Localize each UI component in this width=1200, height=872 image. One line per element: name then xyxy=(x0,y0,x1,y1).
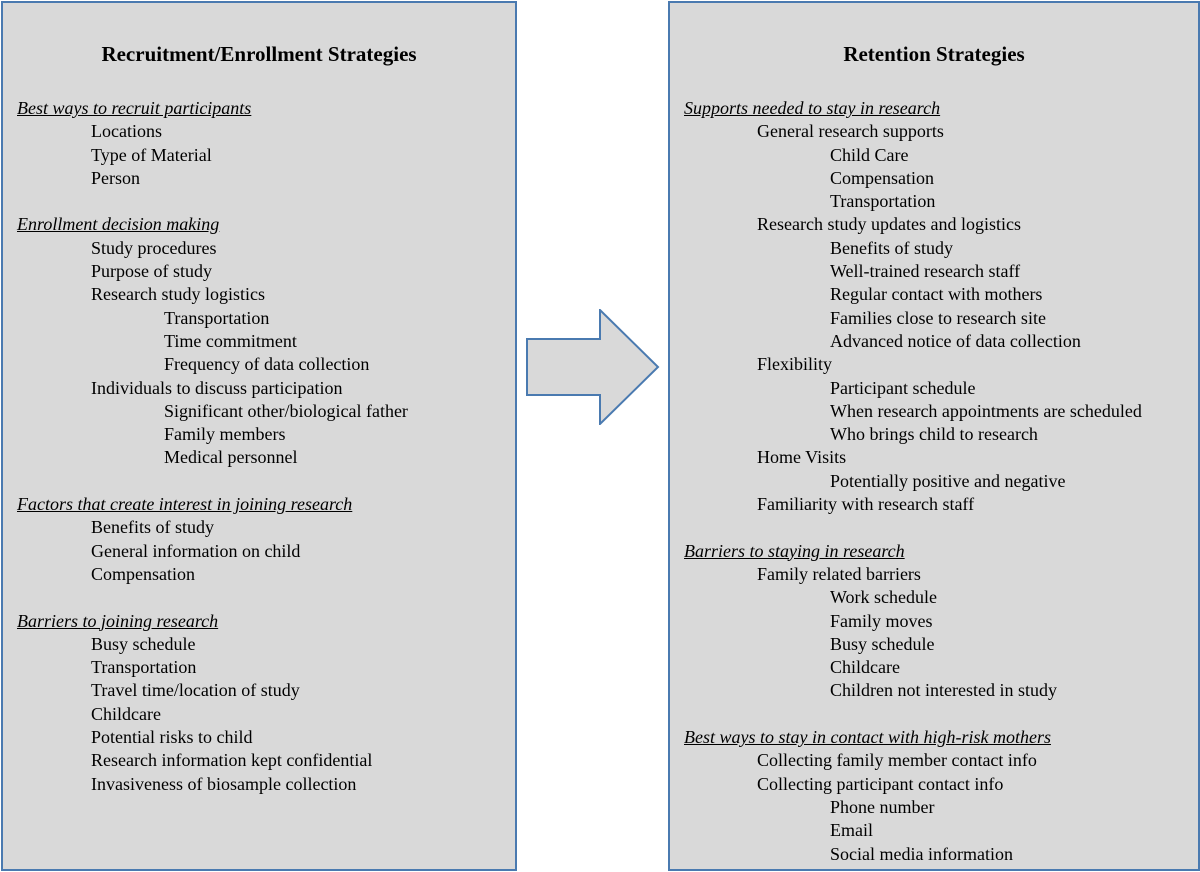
list-item: Family related barriers xyxy=(757,563,921,584)
list-item: Type of Material xyxy=(91,144,212,165)
list-item: Study procedures xyxy=(91,237,217,258)
sub-list-item: Who brings child to research xyxy=(830,424,1038,445)
sub-list-item: Work schedule xyxy=(830,587,938,608)
list-item: Research information kept confidential xyxy=(91,750,373,771)
sub-list-item: Families close to research site xyxy=(830,307,1046,328)
recruitment-enrollment-panel: Recruitment/Enrollment Strategies Best w… xyxy=(1,1,517,871)
sub-list-item: Advanced notice of data collection xyxy=(830,330,1081,351)
list-item: Collecting participant contact info xyxy=(757,773,1004,794)
section-heading: Factors that create interest in joining … xyxy=(17,494,353,515)
list-item: Travel time/location of study xyxy=(91,680,300,701)
section-heading: Best ways to recruit participants xyxy=(17,98,252,118)
list-item: Collecting family member contact info xyxy=(757,750,1037,771)
list-item: Invasiveness of biosample collection xyxy=(91,773,357,794)
list-item: General information on child xyxy=(91,540,301,561)
sub-list-item: Child Care xyxy=(830,144,909,165)
sub-list-item: Time commitment xyxy=(164,330,297,351)
sub-list-item: When research appointments are scheduled xyxy=(830,400,1142,421)
sub-list-item: Benefits of study xyxy=(830,237,953,258)
sub-list-item: Frequency of data collection xyxy=(164,354,370,375)
sub-list-item: Busy schedule xyxy=(830,633,935,654)
list-item: Benefits of study xyxy=(91,517,214,538)
list-item: Locations xyxy=(91,121,162,142)
list-item: Compensation xyxy=(91,563,195,584)
list-item: Individuals to discuss participation xyxy=(91,377,343,398)
right-arrow-icon xyxy=(526,309,660,425)
section-heading: Best ways to stay in contact with high-r… xyxy=(684,727,1051,748)
list-item: General research supports xyxy=(757,121,944,142)
sub-list-item: Childcare xyxy=(830,657,900,678)
section-heading: Barriers to staying in research xyxy=(684,540,905,561)
section-heading: Supports needed to stay in research xyxy=(684,98,941,118)
sub-list-item: Social media information xyxy=(830,843,1013,864)
list-item: Potential risks to child xyxy=(91,727,253,748)
list-item: Transportation xyxy=(91,657,197,678)
section: Factors that create interest in joining … xyxy=(3,493,515,586)
list-item: Research study updates and logistics xyxy=(757,214,1021,235)
sub-list-item: Transportation xyxy=(164,307,270,328)
list-item: Busy schedule xyxy=(91,633,196,654)
list-item: Childcare xyxy=(91,703,161,724)
list-item: Research study logistics xyxy=(91,284,265,305)
sub-list-item: Family moves xyxy=(830,610,933,631)
retention-title: Retention Strategies xyxy=(843,42,1025,66)
recruitment-enrollment-title: Recruitment/Enrollment Strategies xyxy=(101,42,417,66)
sub-list-item: Potentially positive and negative xyxy=(830,470,1066,491)
list-item: Purpose of study xyxy=(91,261,212,282)
list-item: Person xyxy=(91,167,140,188)
sub-list-item: Transportation xyxy=(830,191,936,212)
sub-list-item: Regular contact with mothers xyxy=(830,284,1043,305)
sub-list-item: Family members xyxy=(164,424,286,445)
list-item: Home Visits xyxy=(757,447,847,468)
sub-list-item: Compensation xyxy=(830,167,934,188)
sub-list-item: Email xyxy=(830,820,873,841)
list-item: Flexibility xyxy=(757,354,833,375)
sub-list-item: Medical personnel xyxy=(164,447,298,468)
sub-list-item: Phone number xyxy=(830,796,935,817)
sub-list-item: Well-trained research staff xyxy=(830,261,1021,282)
list-item: Familiarity with research staff xyxy=(757,494,975,515)
sub-list-item: Significant other/biological father xyxy=(164,400,408,421)
section-heading: Barriers to joining research xyxy=(17,610,219,631)
section-heading: Enrollment decision making xyxy=(17,214,220,235)
section: Best ways to stay in contact with high-r… xyxy=(670,726,1198,866)
sub-list-item: Children not interested in study xyxy=(830,680,1057,701)
sub-list-item: Participant schedule xyxy=(830,377,976,398)
retention-panel: Retention Strategies Supports needed to … xyxy=(668,1,1200,871)
